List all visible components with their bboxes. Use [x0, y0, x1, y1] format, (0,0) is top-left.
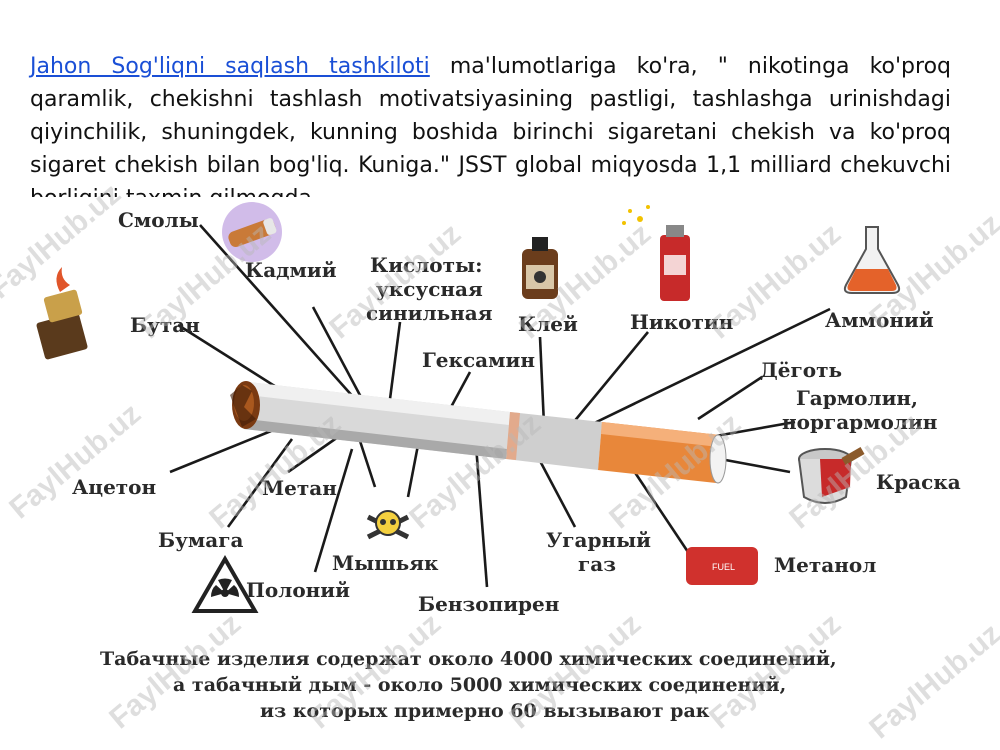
flask-icon	[843, 226, 901, 294]
lighter-icon	[36, 267, 88, 360]
diagram-caption: Табачные изделия содержат около 4000 хим…	[100, 648, 837, 722]
fuel-can-icon: FUEL	[686, 547, 758, 585]
label-kraska: Краска	[876, 470, 961, 494]
label-kadmiy: Кадмий	[245, 258, 337, 282]
label-sinilnaya: синильная	[366, 301, 493, 325]
label-poloniy: Полоний	[246, 578, 350, 602]
radiation-warning-icon	[191, 554, 259, 613]
label-geksamin: Гексамин	[422, 348, 535, 372]
fuel-label: FUEL	[712, 562, 735, 572]
caption-line-3: из которых примерно 60 вызывают рак	[260, 700, 710, 722]
chemical-labels: Смолы Кадмий Кислоты: уксусная синильная…	[72, 208, 961, 616]
intro-paragraph: Jahon Sog'liqni saqlash tashkiloti ma'lu…	[30, 50, 951, 215]
label-nikotin: Никотин	[630, 310, 733, 334]
caption-line-1: Табачные изделия содержат около 4000 хим…	[100, 648, 837, 670]
label-smoly: Смолы	[118, 208, 199, 232]
who-link[interactable]: Jahon Sog'liqni saqlash tashkiloti	[30, 54, 430, 79]
label-klei: Клей	[518, 312, 578, 336]
label-degot: Дёготь	[760, 358, 842, 382]
label-benzopiren: Бензопирен	[418, 592, 559, 616]
paint-bucket-icon	[798, 447, 865, 504]
cadmium-battery-icon	[222, 202, 282, 262]
label-metan: Метан	[262, 476, 337, 500]
label-garmolin: Гармолин,	[796, 386, 918, 410]
label-myshyak: Мышьяк	[332, 551, 439, 575]
cigarette	[230, 381, 727, 484]
label-ammoniy: Аммоний	[825, 308, 934, 332]
label-metanol: Метанол	[774, 553, 876, 577]
label-aceton: Ацетон	[72, 475, 156, 499]
label-gaz: газ	[578, 552, 616, 576]
cigarette-chemicals-diagram: FUEL Смолы Кадмий Кислоты: уксусная сини…	[30, 197, 962, 728]
label-butan: Бутан	[130, 313, 200, 337]
label-uksusnaya: уксусная	[376, 277, 483, 301]
label-bumaga: Бумага	[158, 528, 243, 552]
skull-crossbones-icon	[366, 510, 410, 540]
label-ugarny: Угарный	[546, 528, 651, 552]
spray-can-icon	[622, 205, 690, 301]
glue-bottle-icon	[522, 237, 558, 299]
label-norgarmolin: норгармолин	[782, 410, 937, 434]
label-kisloty: Кислоты:	[370, 253, 482, 277]
connector-lines	[169, 224, 831, 588]
caption-line-2: а табачный дым - около 5000 химических с…	[173, 674, 786, 696]
